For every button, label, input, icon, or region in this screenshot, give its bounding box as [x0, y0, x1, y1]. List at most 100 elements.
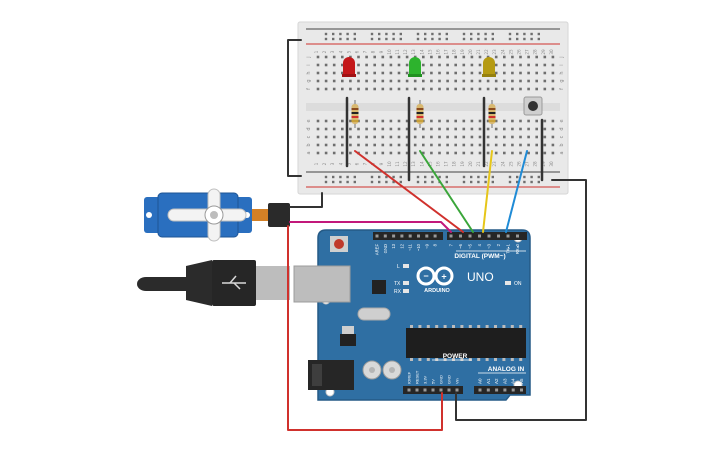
breadboard-hole[interactable] [438, 127, 441, 131]
breadboard-hole[interactable] [341, 71, 344, 75]
breadboard-hole[interactable] [486, 55, 490, 59]
header-pin[interactable] [516, 234, 519, 238]
wire-black-board-gnd[interactable] [455, 179, 587, 421]
rail-hole[interactable] [416, 32, 420, 36]
breadboard-hole[interactable] [446, 71, 449, 75]
breadboard-hole[interactable] [397, 79, 401, 83]
breadboard-hole[interactable] [446, 119, 449, 123]
wire-magenta-servo-signal[interactable] [289, 221, 452, 233]
rail-hole[interactable] [470, 37, 473, 41]
rail-hole[interactable] [523, 32, 526, 36]
resistor-2[interactable] [416, 100, 424, 128]
breadboard-hole[interactable] [454, 151, 457, 155]
breadboard-hole[interactable] [438, 87, 441, 91]
breadboard-hole[interactable] [332, 55, 336, 59]
breadboard-hole[interactable] [349, 119, 352, 123]
digital-header-pins[interactable] [375, 234, 520, 238]
header-pin[interactable] [495, 388, 499, 392]
breadboard-hole[interactable] [503, 127, 506, 131]
breadboard-hole[interactable] [511, 151, 514, 155]
breadboard-hole[interactable] [341, 143, 344, 147]
breadboard-hole[interactable] [324, 143, 328, 147]
breadboard-hole[interactable] [397, 119, 401, 123]
breadboard-hole[interactable] [341, 151, 344, 155]
rail-hole[interactable] [353, 180, 356, 184]
rail-hole[interactable] [445, 32, 448, 36]
rail-hole[interactable] [470, 32, 473, 36]
servo[interactable] [144, 188, 290, 242]
breadboard-hole[interactable] [503, 55, 506, 59]
breadboard-hole[interactable] [430, 71, 433, 75]
rail-hole[interactable] [416, 175, 420, 179]
breadboard-hole[interactable] [365, 79, 368, 83]
breadboard-hole[interactable] [381, 127, 385, 131]
breadboard-hole[interactable] [430, 63, 433, 67]
breadboard-hole[interactable] [422, 127, 425, 131]
breadboard-hole[interactable] [494, 87, 498, 91]
breadboard-hole[interactable] [332, 119, 336, 123]
breadboard-hole[interactable] [454, 143, 457, 147]
rail-hole[interactable] [530, 32, 533, 36]
rail-hole[interactable] [530, 37, 533, 41]
header-pin[interactable] [478, 234, 481, 238]
breadboard-hole[interactable] [357, 63, 360, 67]
breadboard-hole[interactable] [519, 55, 522, 59]
breadboard-hole[interactable] [438, 79, 441, 83]
breadboard-hole[interactable] [446, 127, 449, 131]
breadboard-hole[interactable] [551, 55, 555, 59]
breadboard-hole[interactable] [470, 119, 474, 123]
breadboard-hole[interactable] [454, 127, 457, 131]
breadboard-hole[interactable] [357, 143, 360, 147]
breadboard-hole[interactable] [543, 87, 547, 91]
breadboard-hole[interactable] [478, 87, 482, 91]
rail-hole[interactable] [339, 37, 342, 41]
breadboard-hole[interactable] [519, 87, 522, 91]
power-analog-header-pins[interactable] [407, 388, 524, 392]
rail-hole[interactable] [370, 32, 374, 36]
rail-hole[interactable] [378, 37, 381, 41]
breadboard-hole[interactable] [454, 119, 457, 123]
wire-red-servo-power[interactable] [287, 225, 443, 431]
wire-blue-button[interactable] [505, 150, 528, 233]
servo-horn[interactable] [167, 188, 247, 242]
breadboard-hole[interactable] [381, 79, 385, 83]
breadboard-hole[interactable] [324, 119, 328, 123]
breadboard-hole[interactable] [543, 71, 547, 75]
breadboard-hole[interactable] [341, 87, 344, 91]
breadboard-hole[interactable] [438, 55, 441, 59]
breadboard-hole[interactable] [462, 127, 466, 131]
breadboard-hole[interactable] [422, 143, 425, 147]
breadboard-hole[interactable] [349, 127, 352, 131]
breadboard-hole[interactable] [519, 71, 522, 75]
rail-hole[interactable] [324, 32, 328, 36]
breadboard-hole[interactable] [405, 79, 409, 83]
breadboard-hole[interactable] [373, 143, 376, 147]
wire-green-led[interactable] [419, 150, 474, 233]
rail-hole[interactable] [385, 37, 388, 41]
breadboard-hole[interactable] [494, 135, 498, 139]
breadboard-hole[interactable] [478, 143, 482, 147]
rail-hole[interactable] [508, 32, 512, 36]
breadboard-hole[interactable] [332, 63, 336, 67]
rail-hole[interactable] [332, 37, 335, 41]
breadboard-hole[interactable] [365, 151, 368, 155]
breadboard-hole[interactable] [349, 79, 352, 83]
breadboard-hole[interactable] [430, 127, 433, 131]
breadboard-hole[interactable] [470, 87, 474, 91]
breadboard-hole[interactable] [373, 135, 376, 139]
breadboard-hole[interactable] [389, 71, 393, 75]
breadboard-hole[interactable] [422, 79, 425, 83]
breadboard-hole[interactable] [324, 87, 328, 91]
rail-hole[interactable] [353, 32, 356, 36]
rail-hole[interactable] [431, 32, 434, 36]
header-pin[interactable] [415, 388, 419, 392]
breadboard-hole[interactable] [389, 127, 393, 131]
breadboard-hole[interactable] [373, 151, 376, 155]
header-pin[interactable] [487, 234, 491, 238]
breadboard-hole[interactable] [405, 151, 409, 155]
rail-hole[interactable] [353, 37, 356, 41]
breadboard-hole[interactable] [535, 143, 538, 147]
breadboard-hole[interactable] [551, 87, 555, 91]
breadboard-hole[interactable] [341, 127, 344, 131]
breadboard-hole[interactable] [365, 119, 368, 123]
